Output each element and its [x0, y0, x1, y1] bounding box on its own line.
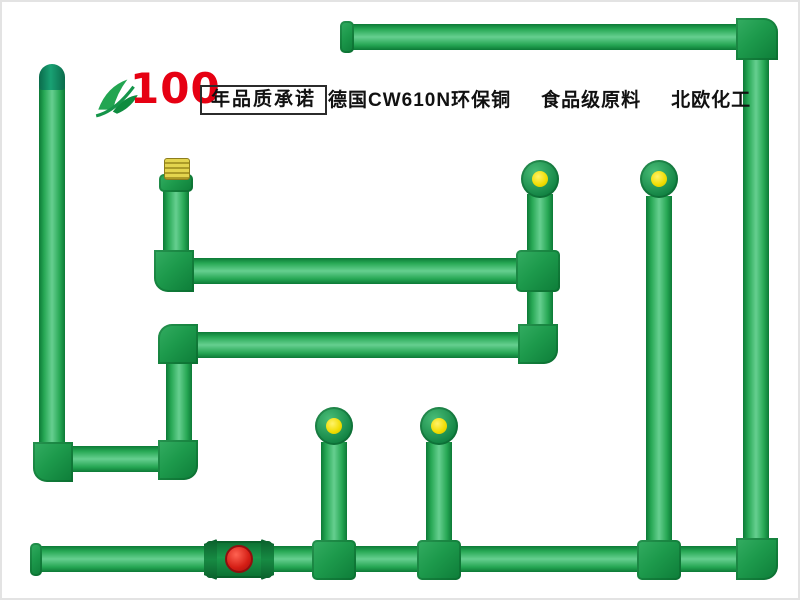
coupling-bottom-pipe-end: [30, 543, 42, 576]
elbow-riser-left-bottom: [158, 440, 198, 480]
elbow-bottom-right: [736, 538, 778, 580]
end-cap-yellow-mid-riser: [521, 160, 559, 198]
pipe-bottom-main: [32, 546, 744, 572]
slogan-box: 年品质承诺: [200, 85, 328, 115]
pipe-riser-mid-upper: [527, 194, 553, 256]
pipe-short-riser-b: [426, 442, 452, 550]
valve-nut-left: [204, 539, 217, 580]
end-cap-center: [326, 418, 342, 434]
tee-mid-cross: [516, 250, 560, 292]
end-cap-yellow-long-riser: [640, 160, 678, 198]
claim-material: 德国CW610N环保铜: [328, 90, 512, 111]
claim-food-grade: 食品级原料: [541, 90, 642, 111]
leaf-swoosh-icon: [95, 79, 138, 118]
tee-bottom-b: [417, 540, 461, 580]
elbow-upper-left: [154, 250, 194, 292]
valve-nut-right: [261, 539, 274, 580]
end-cap-yellow-riser-b: [420, 407, 458, 445]
dome-cap-left-pipe: [39, 64, 65, 90]
claims-row: 德国CW610N环保铜 食品级原料 北欧化工: [328, 89, 751, 113]
pipe-riser-left: [166, 360, 192, 448]
valve-handwheel-red: [225, 545, 253, 573]
tee-bottom-c: [637, 540, 681, 580]
elbow-mid-lower-right: [518, 324, 558, 364]
pipe-middle-lower-horizontal: [190, 332, 524, 358]
brass-threaded-adapter: [164, 158, 190, 180]
pipe-drop-to-brass-adapter: [163, 188, 189, 258]
pipe-top-horizontal: [344, 24, 744, 50]
elbow-riser-left-top: [158, 324, 198, 364]
claim-supplier: 北欧化工: [671, 90, 752, 111]
pipe-right-vertical: [743, 54, 769, 546]
pipe-left-vertical: [39, 86, 65, 448]
elbow-top-right: [736, 18, 778, 60]
end-cap-center: [532, 171, 548, 187]
coupling-top-pipe-end: [340, 21, 354, 53]
brand-number: 100: [130, 64, 221, 113]
pipe-long-riser-right: [646, 196, 672, 550]
end-cap-yellow-riser-a: [315, 407, 353, 445]
pipe-short-riser-a: [321, 442, 347, 550]
pipe-middle-upper-horizontal: [190, 258, 520, 284]
end-cap-center: [651, 171, 667, 187]
pipe-bottom-left-horizontal: [60, 446, 166, 472]
end-cap-center: [431, 418, 447, 434]
tee-bottom-a: [312, 540, 356, 580]
elbow-bottom-left: [33, 442, 73, 482]
